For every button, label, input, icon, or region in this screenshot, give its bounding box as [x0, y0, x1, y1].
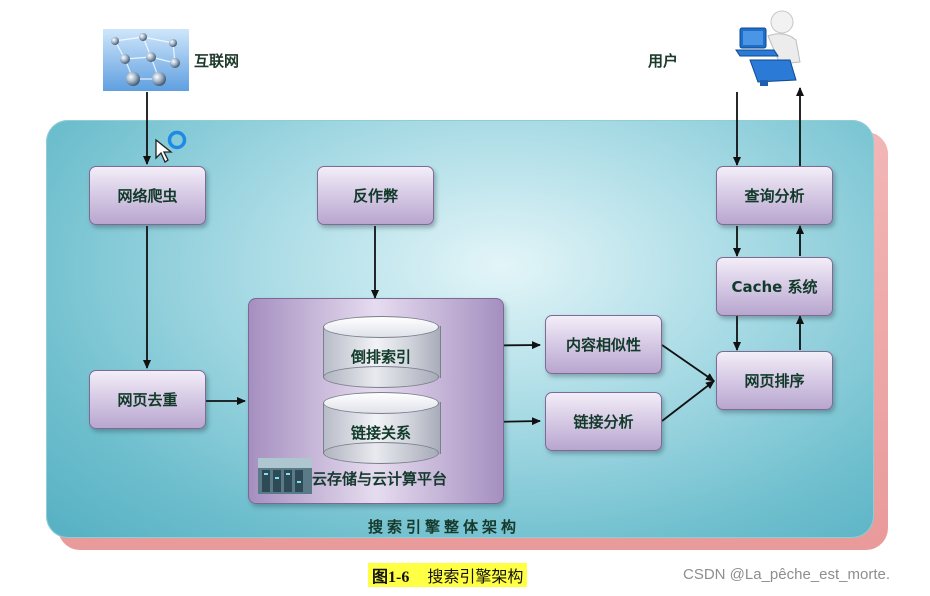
- query-analysis-node: 查询分析: [716, 166, 833, 225]
- mouse-cursor-icon: [154, 138, 174, 164]
- figure-caption: 图1-6 搜索引擎架构: [368, 563, 528, 587]
- cache-system-node: Cache 系统: [716, 257, 833, 316]
- content-similarity-node: 内容相似性: [545, 315, 662, 374]
- panel-title: 搜索引擎整体架构: [368, 518, 521, 536]
- link-relations-db: 链接关系: [323, 392, 441, 464]
- crawler-node: 网络爬虫: [89, 166, 206, 225]
- link-relations-label: 链接关系: [350, 424, 411, 442]
- user-computer-icon: [730, 10, 808, 88]
- loading-ring-icon: [166, 129, 188, 151]
- anti-spam-node: 反作弊: [317, 166, 434, 225]
- dedup-node: 网页去重: [89, 370, 206, 429]
- cloud-platform-label: 云存储与云计算平台: [312, 470, 448, 488]
- figure-caption-text: 搜索引擎架构: [427, 567, 524, 586]
- link-analysis-node: 链接分析: [545, 392, 662, 451]
- inverted-index-label: 倒排索引: [350, 348, 411, 366]
- watermark: CSDN @La_pêche_est_morte.: [683, 566, 890, 583]
- internet-label: 互联网: [194, 52, 240, 70]
- figure-number: 图1-6: [372, 569, 410, 586]
- inverted-index-db: 倒排索引: [323, 316, 441, 388]
- ranking-node: 网页排序: [716, 351, 833, 410]
- server-room-icon: [258, 458, 312, 494]
- network-icon: [103, 29, 189, 91]
- user-label: 用户: [648, 52, 679, 70]
